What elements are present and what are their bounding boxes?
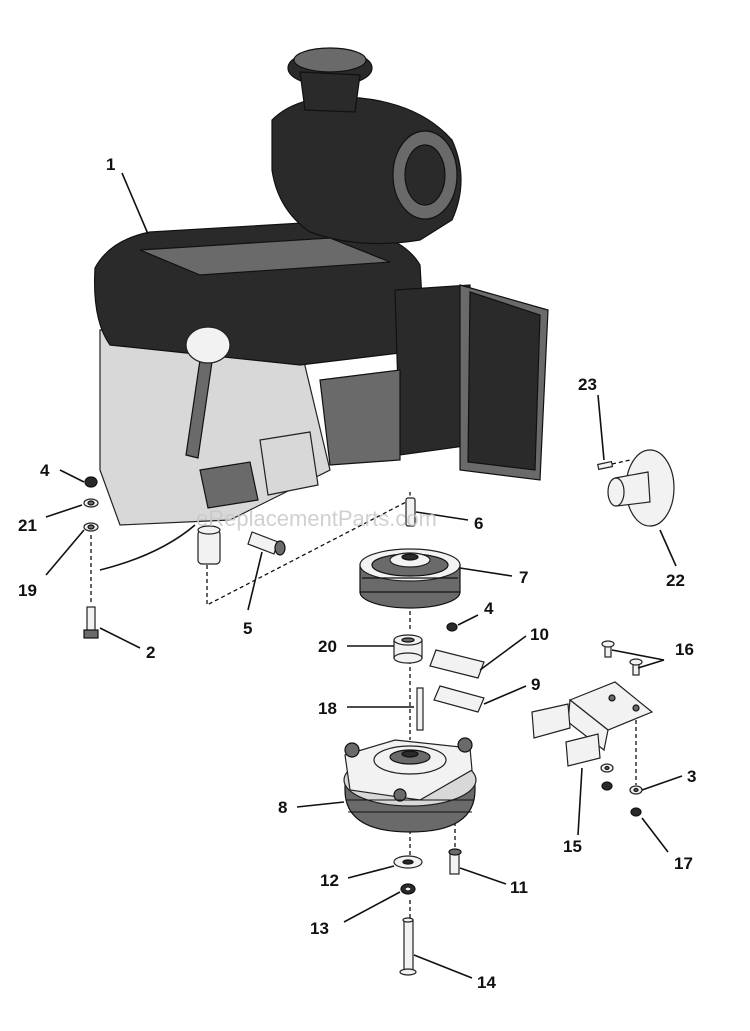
clutch-bracket (531, 681, 654, 767)
electric-clutch (343, 737, 477, 833)
callout-4-left: 4 (40, 461, 50, 480)
plate-9 (433, 685, 485, 713)
engine-mount-leader (99, 524, 196, 571)
pulley (359, 548, 461, 609)
callout-numbers: 1 2 3 4 4 5 6 7 8 9 10 11 12 13 14 15 16… (18, 155, 696, 992)
callout-4-right: 4 (484, 599, 494, 618)
plate-10 (429, 649, 485, 679)
callout-13: 13 (310, 919, 329, 938)
bolt-14 (399, 917, 417, 976)
callout-15: 15 (563, 837, 582, 856)
bracket-fasteners (600, 640, 643, 817)
callout-7: 7 (519, 568, 528, 587)
spacer-bushing (393, 634, 423, 664)
callout-9: 9 (531, 675, 540, 694)
washer-12 (393, 855, 423, 869)
key-part (405, 497, 416, 527)
engine-assembly (94, 47, 549, 565)
callout-6: 6 (474, 514, 483, 533)
flywheel-cap (607, 449, 675, 527)
callout-20: 20 (318, 637, 337, 656)
callout-11: 11 (510, 878, 528, 897)
callout-10: 10 (530, 625, 549, 644)
oil-drain-fitting (247, 531, 286, 556)
nut-right (446, 622, 458, 632)
callout-18: 18 (318, 699, 337, 718)
callout-16: 16 (675, 640, 694, 659)
screw-23 (597, 459, 631, 471)
watermark-text: eReplacementParts.com (196, 506, 437, 531)
dashed-alignment-lines (206, 492, 411, 607)
callout-23: 23 (578, 375, 597, 394)
callout-2: 2 (146, 643, 155, 662)
callout-17: 17 (674, 854, 693, 873)
left-fastener-stack (83, 476, 99, 639)
pin (416, 687, 424, 731)
callout-22: 22 (666, 571, 685, 590)
callout-12: 12 (320, 871, 339, 890)
callout-3: 3 (687, 767, 696, 786)
leader-lines (45, 172, 683, 979)
lockwasher-13 (400, 883, 416, 895)
callout-1: 1 (106, 155, 115, 174)
bolt-11 (448, 848, 462, 875)
callout-8: 8 (278, 798, 287, 817)
callout-14: 14 (477, 973, 496, 992)
callout-19: 19 (18, 581, 37, 600)
callout-5: 5 (243, 619, 252, 638)
callout-21: 21 (18, 516, 37, 535)
